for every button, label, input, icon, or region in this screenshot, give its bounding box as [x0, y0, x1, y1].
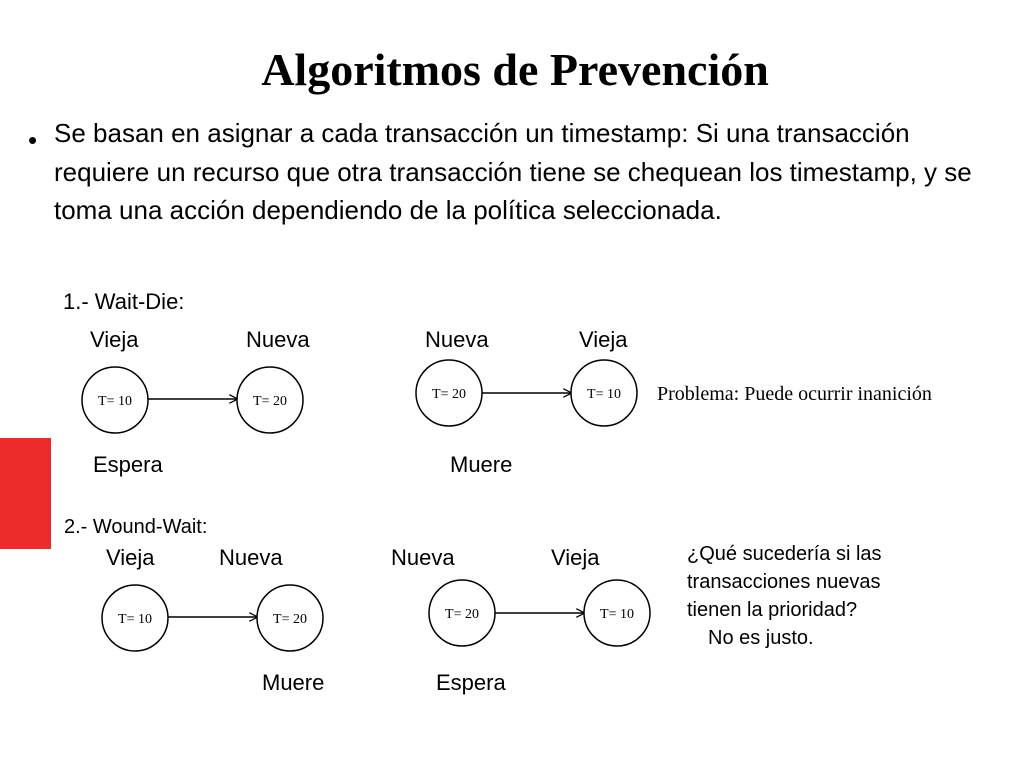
wound-wait-right-outcome: Espera — [436, 670, 506, 695]
node-timestamp: T= 10 — [600, 607, 634, 622]
wait-die-right-label-to: Vieja — [579, 327, 628, 352]
accent-bar — [0, 438, 51, 549]
wait-die-right-pair: T= 20 T= 10 — [415, 359, 638, 427]
wound-wait-right-pair: T= 20 T= 10 — [428, 579, 651, 647]
node-circle — [101, 584, 169, 652]
priority-question: ¿Qué sucedería si las transacciones nuev… — [687, 540, 882, 652]
slide-title: Algoritmos de Prevención — [261, 44, 769, 95]
wait-die-left-pair: T= 10 T= 20 — [81, 366, 304, 434]
node-timestamp: T= 20 — [253, 394, 287, 409]
wound-wait-heading: 2.- Wound-Wait: — [64, 516, 208, 538]
node-circle — [570, 359, 638, 427]
wait-die-left-label-from: Vieja — [90, 327, 139, 352]
wait-die-left-label-to: Nueva — [246, 327, 310, 352]
wound-wait-right-label-from: Nueva — [391, 545, 455, 570]
node-circle — [256, 584, 324, 652]
node-timestamp: T= 20 — [273, 612, 307, 627]
priority-question-line-2: transacciones nuevas — [687, 571, 881, 593]
node-timestamp: T= 10 — [587, 387, 621, 402]
wait-die-heading: 1.- Wait-Die: — [63, 289, 185, 314]
node-timestamp: T= 20 — [432, 387, 466, 402]
body-paragraph: Se basan en asignar a cada transacción u… — [54, 118, 972, 225]
node-timestamp: T= 20 — [445, 607, 479, 622]
wait-die-left-outcome: Espera — [93, 452, 163, 477]
node-circle — [81, 366, 149, 434]
node-timestamp: T= 10 — [98, 394, 132, 409]
starvation-note: Problema: Puede ocurrir inanición — [657, 383, 932, 405]
node-timestamp: T= 10 — [118, 612, 152, 627]
wound-wait-left-pair: T= 10 T= 20 — [101, 584, 324, 652]
node-circle — [583, 579, 651, 647]
wound-wait-right-label-to: Vieja — [551, 545, 600, 570]
priority-question-line-3: tienen la prioridad? — [687, 599, 858, 621]
wait-die-right-outcome: Muere — [450, 452, 513, 477]
wound-wait-left-label-to: Nueva — [219, 545, 283, 570]
wound-wait-left-label-from: Vieja — [106, 545, 155, 570]
bullet-marker: • — [28, 125, 38, 155]
node-circle — [236, 366, 304, 434]
wound-wait-left-outcome: Muere — [262, 670, 325, 695]
wait-die-right-label-from: Nueva — [425, 327, 489, 352]
priority-question-line-1: ¿Qué sucedería si las — [687, 543, 882, 565]
priority-answer: No es justo. — [708, 627, 814, 649]
